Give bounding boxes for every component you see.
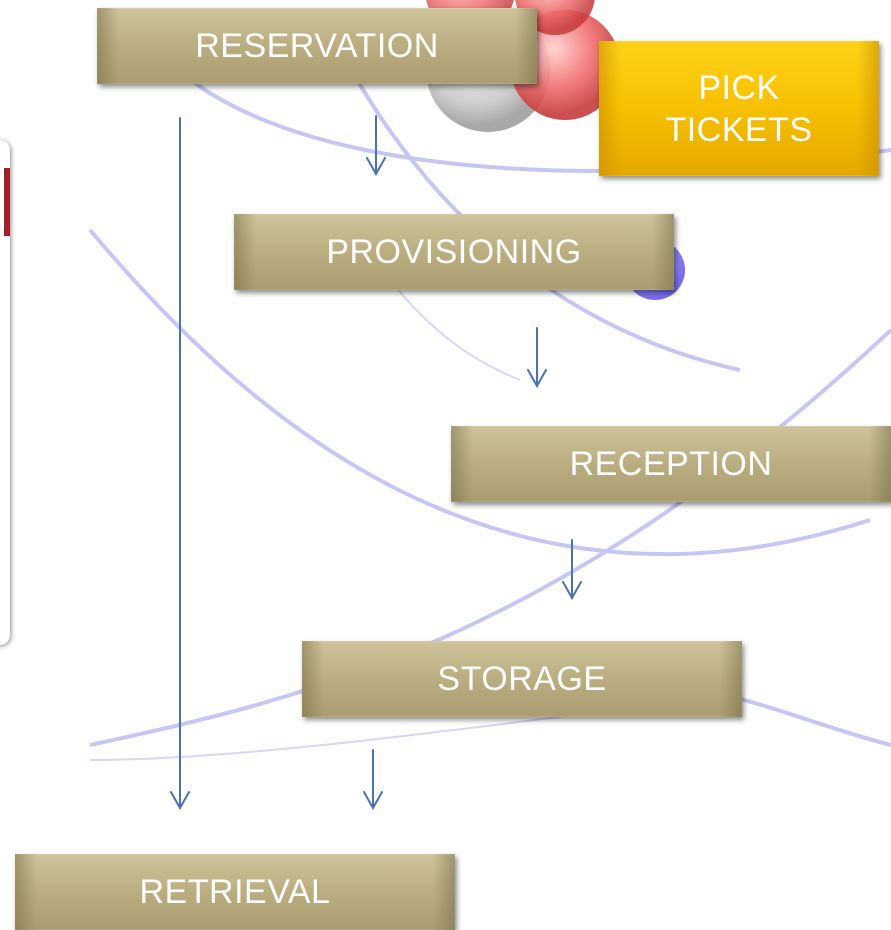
- step-retrieval-label: RETRIEVAL: [139, 872, 331, 911]
- step-storage: STORAGE: [302, 641, 742, 717]
- step-reservation-label: RESERVATION: [195, 26, 439, 65]
- step-reservation: RESERVATION: [97, 8, 537, 84]
- step-reception-label: RECEPTION: [569, 444, 773, 483]
- step-storage-label: STORAGE: [437, 659, 607, 698]
- side-panel-accent: [4, 168, 10, 236]
- step-provisioning-label: PROVISIONING: [326, 232, 582, 271]
- step-provisioning: PROVISIONING: [234, 214, 674, 290]
- side-panel-fragment: [0, 140, 10, 645]
- step-retrieval: RETRIEVAL: [15, 854, 455, 930]
- step-reception: RECEPTION: [451, 426, 891, 502]
- step-pick-tickets-label-line1: PICK: [698, 68, 780, 107]
- step-pick-tickets-label-line2: TICKETS: [665, 110, 813, 149]
- step-pick-tickets: PICK TICKETS: [599, 41, 879, 176]
